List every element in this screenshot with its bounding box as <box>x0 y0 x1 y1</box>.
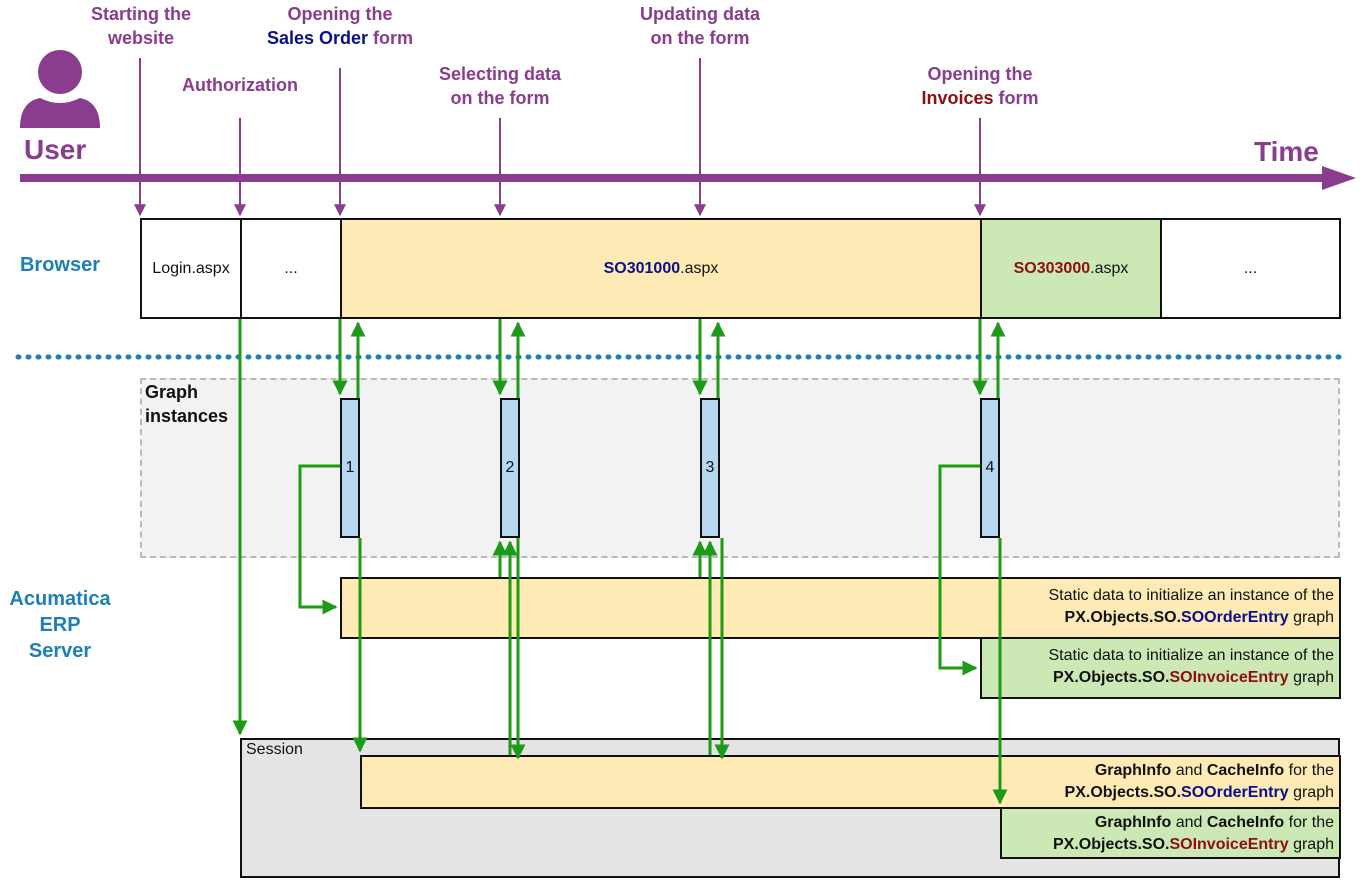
event-opening-sales-order: Opening the Sales Order form <box>266 4 414 48</box>
time-label: Time <box>1254 136 1319 167</box>
browser-cell-invoices: SO303000.aspx <box>980 218 1162 319</box>
lane-server: Acumatica ERP Server <box>9 588 111 662</box>
graph-instance-2: 2 <box>500 398 520 538</box>
session-info-sales-order: GraphInfo and CacheInfo for the PX.Objec… <box>360 755 1341 809</box>
browser-cell-ellipsis-2: ... <box>1160 218 1341 319</box>
user-label: User <box>24 134 87 165</box>
event-pointers <box>134 58 986 217</box>
browser-cell-login: Login.aspx <box>140 218 242 319</box>
graph-instances-area <box>140 378 1340 558</box>
lane-browser: Browser <box>19 254 101 276</box>
session-info-invoices: GraphInfo and CacheInfo for the PX.Objec… <box>1000 807 1341 859</box>
event-authorization: Authorization <box>182 75 298 95</box>
browser-cell-ellipsis-1: ... <box>240 218 342 319</box>
static-data-sales-order: Static data to initialize an instance of… <box>340 577 1341 639</box>
browser-cell-sales-order: SO301000.aspx <box>340 218 982 319</box>
session-label: Session <box>246 741 303 758</box>
user-icon <box>20 50 100 128</box>
static-data-invoices: Static data to initialize an instance of… <box>980 637 1341 699</box>
event-opening-invoices: Opening the Invoices form <box>921 64 1039 108</box>
graph-instances-title: Graph instances <box>145 382 229 426</box>
graph-instance-1: 1 <box>340 398 360 538</box>
graph-instance-3: 3 <box>700 398 720 538</box>
graph-instance-4: 4 <box>980 398 1000 538</box>
